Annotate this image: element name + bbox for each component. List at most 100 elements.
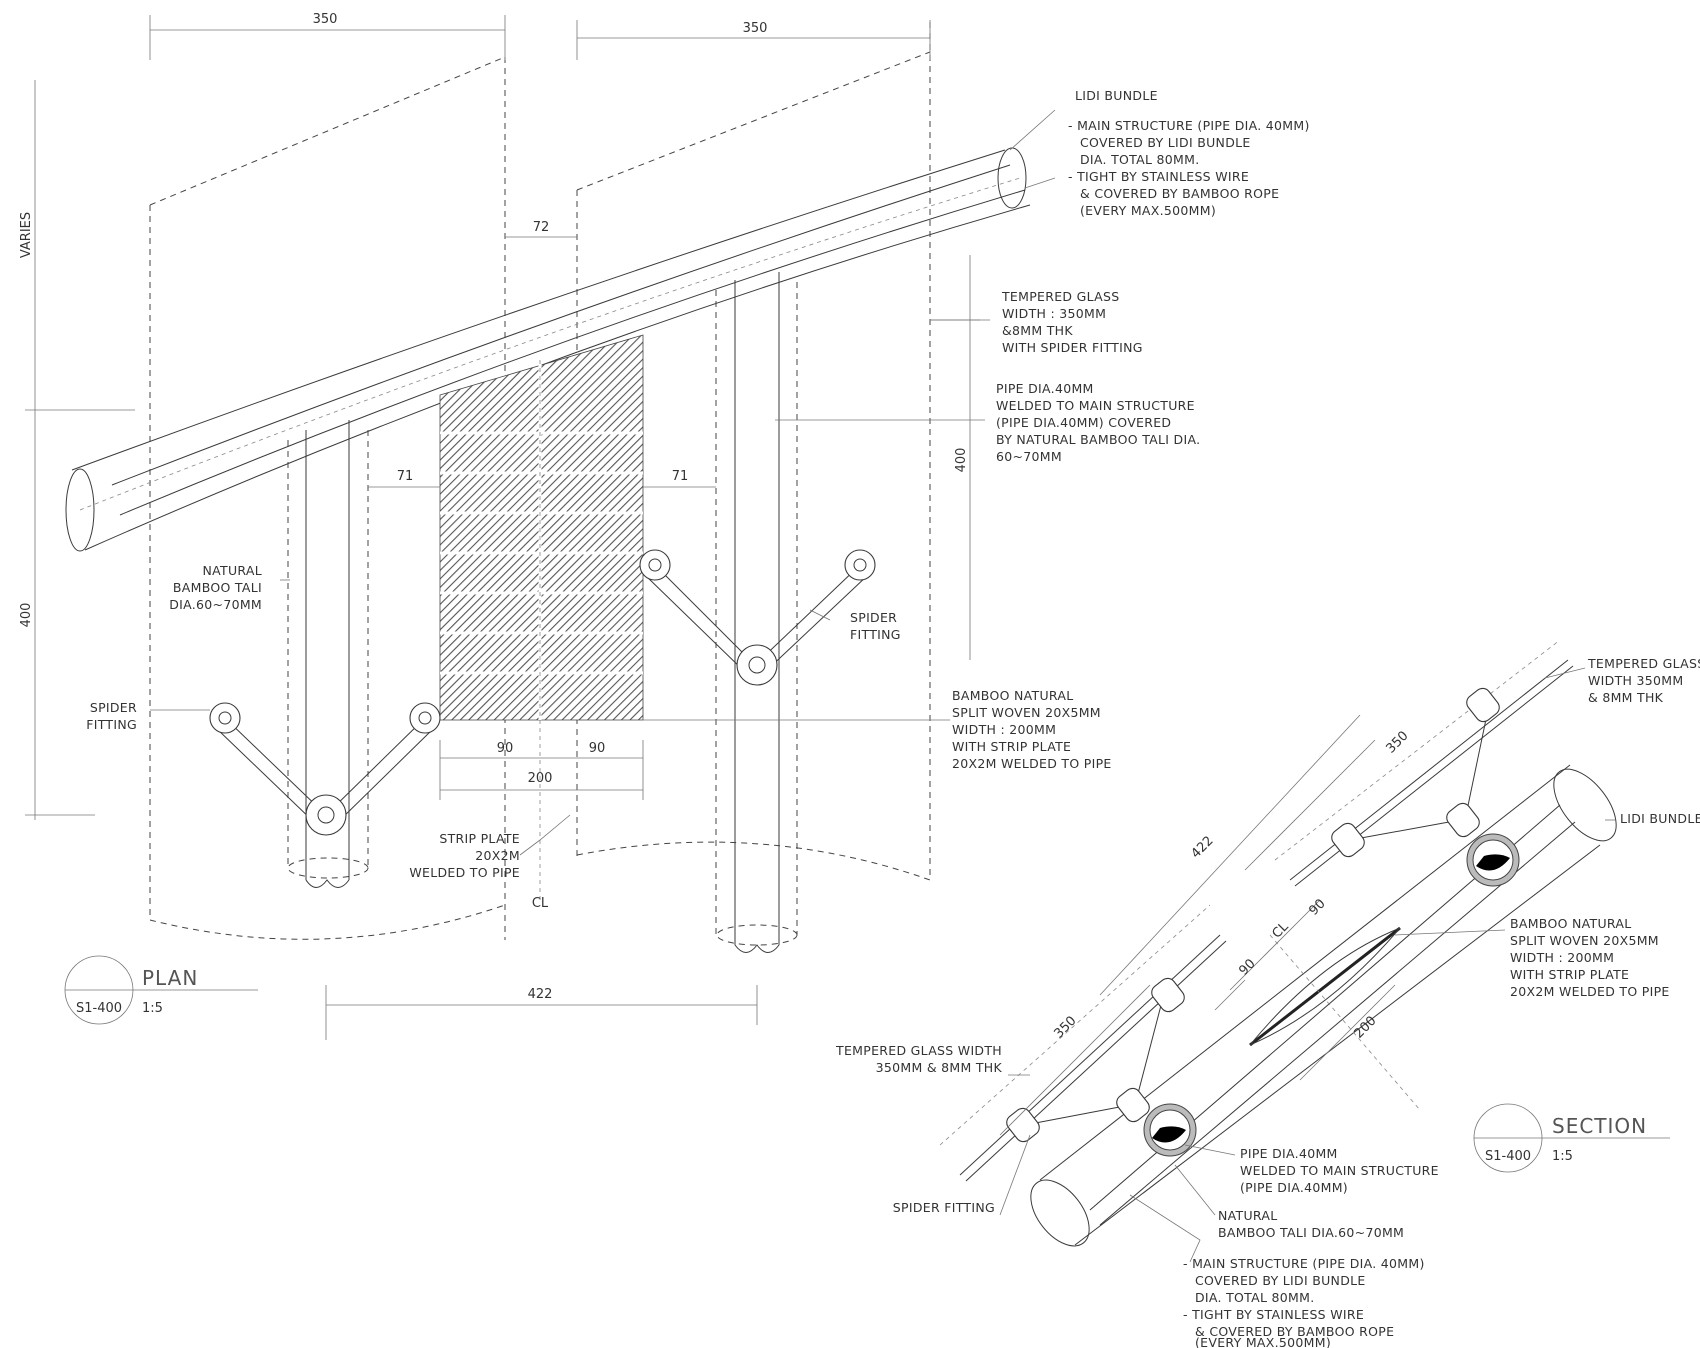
svg-text:20X2M WELDED TO PIPE: 20X2M WELDED TO PIPE [1510,984,1670,999]
svg-text:WELDED TO MAIN STRUCTURE: WELDED TO MAIN STRUCTURE [996,398,1195,413]
svg-text:TEMPERED GLASS WIDTH: TEMPERED GLASS WIDTH [835,1043,1002,1058]
svg-text:STRIP PLATE: STRIP PLATE [439,831,520,846]
svg-text:DIA.60~70MM: DIA.60~70MM [169,597,262,612]
svg-text:WIDTH : 200MM: WIDTH : 200MM [952,722,1056,737]
dim-72: 72 [533,220,550,235]
spider-fitting-right [639,549,876,686]
section-title: SECTION [1552,1114,1647,1138]
section-pipe-upper [1466,833,1520,887]
svg-text:(EVERY MAX.500MM): (EVERY MAX.500MM) [1195,1335,1331,1348]
svg-text:WELDED TO PIPE: WELDED TO PIPE [409,865,520,880]
section-glass-upper [1274,639,1574,887]
plan-tempered-glass-note: TEMPERED GLASS WIDTH : 350MM &8MM THK WI… [1001,289,1143,355]
section-dim-90a: 90 [1306,896,1328,918]
svg-text:SPLIT WOVEN 20X5MM: SPLIT WOVEN 20X5MM [1510,933,1659,948]
svg-text:WIDTH : 350MM: WIDTH : 350MM [1002,306,1106,321]
svg-text:WITH STRIP PLATE: WITH STRIP PLATE [1510,967,1629,982]
svg-text:NATURAL: NATURAL [1218,1208,1278,1223]
section-spider-lower [1006,977,1185,1143]
svg-text:TEMPERED GLASS: TEMPERED GLASS [1001,289,1120,304]
plan-leaders [150,109,1056,856]
svg-text:BAMBOO TALI: BAMBOO TALI [173,580,262,595]
dim-400-right: 400 [954,448,969,473]
plan-main-structure-note: - MAIN STRUCTURE (PIPE DIA. 40MM) COVERE… [1068,118,1309,218]
svg-text:(PIPE DIA.40MM) COVERED: (PIPE DIA.40MM) COVERED [996,415,1171,430]
section-title-block: SECTION S1-400 1:5 [1473,1103,1670,1173]
plan-ref: S1-400 [76,1001,122,1016]
plan-view: 350 350 72 VARIES 400 400 [19,12,1309,1040]
section-scale: 1:5 [1552,1149,1573,1164]
section-glass-lower [939,904,1227,1182]
plan-natural-bamboo-note: NATURAL BAMBOO TALI DIA.60~70MM [169,563,262,612]
svg-text:WITH STRIP PLATE: WITH STRIP PLATE [952,739,1071,754]
post-right [715,272,798,953]
dim-400-left: 400 [19,603,34,628]
svg-text:WELDED TO MAIN STRUCTURE: WELDED TO MAIN STRUCTURE [1240,1163,1439,1178]
section-dimensions: 350 422 90 90 350 200 CL [999,714,1412,1136]
svg-text:BY NATURAL BAMBOO TALI DIA.: BY NATURAL BAMBOO TALI DIA. [996,432,1200,447]
dim-90-right: 90 [589,741,606,756]
svg-text:20X2M WELDED TO PIPE: 20X2M WELDED TO PIPE [952,756,1112,771]
section-view: 350 422 90 90 350 200 CL TEMPERED GLASS … [835,639,1700,1348]
svg-text:TEMPERED GLASS: TEMPERED GLASS [1587,656,1700,671]
plan-title: PLAN [142,966,198,990]
dim-71-right: 71 [672,469,689,484]
section-leaders [999,667,1615,1263]
section-dim-422: 422 [1188,833,1216,861]
section-ref: S1-400 [1485,1149,1531,1164]
section-natural-bamboo-note: NATURAL BAMBOO TALI DIA.60~70MM [1218,1208,1404,1240]
top-dimensions: 350 350 72 [149,12,931,238]
svg-text:FITTING: FITTING [850,627,901,642]
svg-text:20X2M: 20X2M [475,848,520,863]
dim-71-left: 71 [397,469,414,484]
plan-spider-right-note: SPIDER FITTING [850,610,901,642]
dim-90-left: 90 [497,741,514,756]
svg-text:COVERED BY LIDI BUNDLE: COVERED BY LIDI BUNDLE [1080,135,1251,150]
svg-text:SPIDER: SPIDER [850,610,897,625]
dim-422: 422 [528,987,553,1002]
section-tempered-glass-left-note: TEMPERED GLASS WIDTH 350MM & 8MM THK [835,1043,1002,1075]
right-dimension: 400 [930,255,980,660]
section-tempered-glass-top-note: TEMPERED GLASS WIDTH 350MM & 8MM THK [1587,656,1700,705]
section-dim-350-lower: 350 [1051,1013,1079,1041]
section-cl: CL [1269,919,1292,942]
svg-text:NATURAL: NATURAL [202,563,262,578]
section-pipe-lower [1143,1103,1197,1157]
dim-350-left: 350 [313,12,338,27]
plan-bamboo-woven-note: BAMBOO NATURAL SPLIT WOVEN 20X5MM WIDTH … [952,688,1112,771]
dim-350-right: 350 [743,21,768,36]
svg-text:- MAIN STRUCTURE (PIPE DIA. 40: - MAIN STRUCTURE (PIPE DIA. 40MM) [1183,1256,1425,1271]
plan-title-block: PLAN S1-400 1:5 [64,955,258,1025]
svg-text:350MM & 8MM THK: 350MM & 8MM THK [876,1060,1003,1075]
svg-text:- TIGHT BY STAINLESS WIRE: - TIGHT BY STAINLESS WIRE [1068,169,1249,184]
svg-text:DIA. TOTAL 80MM.: DIA. TOTAL 80MM. [1195,1290,1314,1305]
svg-text:WIDTH : 200MM: WIDTH : 200MM [1510,950,1614,965]
svg-text:& 8MM THK: & 8MM THK [1588,690,1664,705]
section-dim-200: 200 [1351,1013,1379,1041]
spider-fitting-left [209,702,441,836]
svg-text:PIPE DIA.40MM: PIPE DIA.40MM [1240,1146,1338,1161]
plan-strip-plate-note: STRIP PLATE 20X2M WELDED TO PIPE [409,831,520,880]
plan-lidi-title: LIDI BUNDLE [1075,88,1158,103]
svg-text:COVERED BY LIDI BUNDLE: COVERED BY LIDI BUNDLE [1195,1273,1366,1288]
svg-text:SPLIT WOVEN 20X5MM: SPLIT WOVEN 20X5MM [952,705,1101,720]
svg-text:WIDTH 350MM: WIDTH 350MM [1588,673,1683,688]
section-dim-90b: 90 [1236,956,1258,978]
svg-text:BAMBOO NATURAL: BAMBOO NATURAL [1510,916,1632,931]
svg-text:60~70MM: 60~70MM [996,449,1062,464]
small-dimensions: 71 71 90 90 200 CL 422 [325,469,758,1040]
section-woven-strip [1249,926,1421,1111]
svg-text:PIPE DIA.40MM: PIPE DIA.40MM [996,381,1094,396]
svg-text:BAMBOO TALI DIA.60~70MM: BAMBOO TALI DIA.60~70MM [1218,1225,1404,1240]
main-rail [65,147,1031,552]
dim-200: 200 [528,771,553,786]
section-spider-fitting: SPIDER FITTING [893,1200,995,1215]
svg-text:SPIDER: SPIDER [90,700,137,715]
section-main-structure-note: - MAIN STRUCTURE (PIPE DIA. 40MM) COVERE… [1183,1256,1425,1348]
plan-scale: 1:5 [142,1001,163,1016]
section-lidi-bundle: LIDI BUNDLE [1620,811,1700,826]
section-pipe-note: PIPE DIA.40MM WELDED TO MAIN STRUCTURE (… [1240,1146,1439,1195]
svg-text:WITH SPIDER FITTING: WITH SPIDER FITTING [1002,340,1143,355]
section-bamboo-woven-note: BAMBOO NATURAL SPLIT WOVEN 20X5MM WIDTH … [1510,916,1670,999]
